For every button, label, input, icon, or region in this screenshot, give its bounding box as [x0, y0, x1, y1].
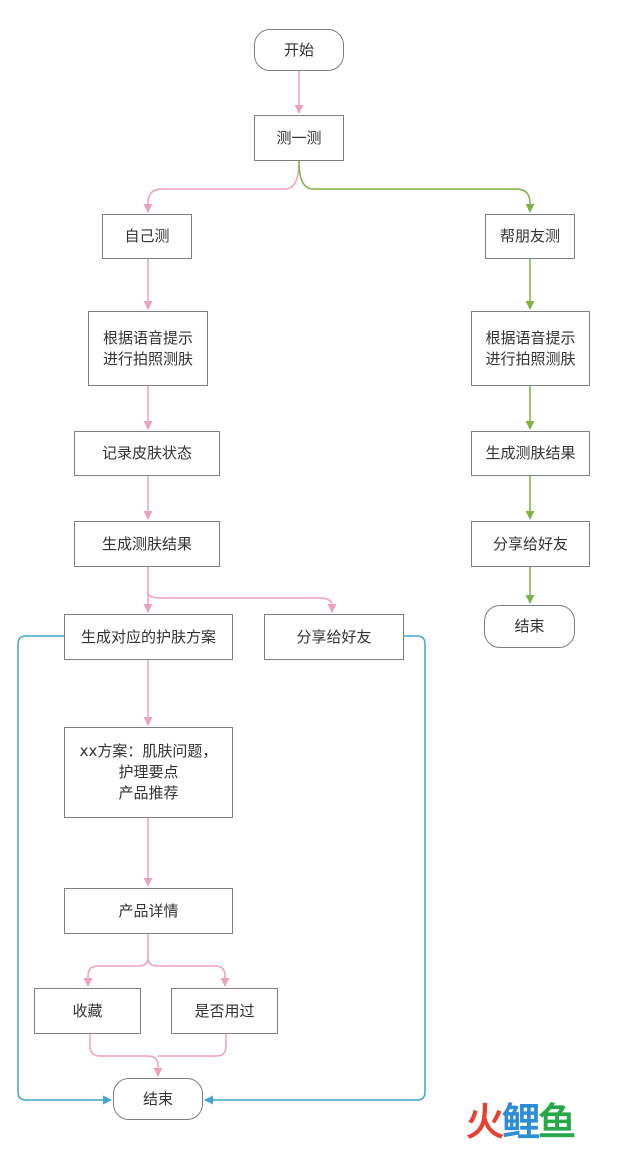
- voice-photo-left-node: 根据语音提示 进行拍照测肤: [88, 311, 208, 386]
- help-friend-label: 帮朋友测: [499, 227, 560, 245]
- edge-test-self: [143, 160, 300, 213]
- result-left-node: 生成测肤结果: [74, 521, 220, 567]
- start-label: 开始: [283, 40, 314, 59]
- care-plan-label: 生成对应的护肤方案: [80, 627, 216, 646]
- voice-photo-right-label: 根据语音提示 进行拍照测肤: [485, 328, 576, 368]
- edge-used-end: [158, 1034, 227, 1057]
- voice-photo-left-label: 根据语音提示 进行拍照测肤: [102, 328, 193, 368]
- share-right-label: 分享给好友: [492, 534, 568, 553]
- result-right-node: 生成测肤结果: [471, 431, 590, 476]
- result-right-label: 生成测肤结果: [485, 444, 576, 462]
- end-main-label: 结束: [142, 1089, 173, 1108]
- edge-plan-end-blue: [17, 635, 112, 1105]
- care-plan-node: 生成对应的护肤方案: [64, 614, 233, 660]
- share-right-node: 分享给好友: [471, 521, 590, 567]
- watermark-char-3: 鱼: [538, 1100, 576, 1144]
- self-test-node: 自己测: [102, 214, 192, 259]
- test-node: 测一测: [254, 115, 344, 161]
- plan-detail-node: xx方案：肌肤问题， 护理要点 产品推荐: [64, 727, 233, 818]
- used-label: 是否用过: [194, 1001, 255, 1020]
- edge-product-used: [147, 957, 230, 987]
- share-left-node: 分享给好友: [264, 614, 404, 660]
- edge-collect-end: [89, 1034, 163, 1077]
- record-skin-node: 记录皮肤状态: [74, 431, 220, 476]
- edge-product-collect: [83, 934, 149, 987]
- collect-node: 收藏: [34, 988, 141, 1034]
- end-main-node: 结束: [113, 1078, 203, 1120]
- edge-test-friend: [298, 160, 535, 213]
- collect-label: 收藏: [72, 1001, 103, 1020]
- end-right-label: 结束: [514, 617, 545, 635]
- end-right-node: 结束: [484, 605, 575, 648]
- record-skin-label: 记录皮肤状态: [101, 444, 192, 462]
- product-detail-node: 产品详情: [64, 888, 233, 934]
- product-detail-label: 产品详情: [118, 901, 179, 920]
- plan-detail-label: xx方案：肌肤问题， 护理要点 产品推荐: [79, 742, 218, 802]
- self-test-label: 自己测: [124, 227, 170, 245]
- result-left-label: 生成测肤结果: [101, 534, 192, 553]
- edge-result-share: [147, 591, 337, 613]
- test-label: 测一测: [276, 128, 322, 147]
- used-node: 是否用过: [171, 988, 278, 1034]
- help-friend-node: 帮朋友测: [485, 214, 575, 259]
- start-node: 开始: [254, 29, 344, 71]
- share-left-label: 分享给好友: [296, 627, 372, 646]
- watermark-char-2: 鲤: [502, 1100, 540, 1144]
- watermark-logo: 火鲤鱼: [466, 1098, 576, 1146]
- edge-share-end-blue: [204, 635, 426, 1105]
- watermark-char-1: 火: [466, 1100, 504, 1144]
- voice-photo-right-node: 根据语音提示 进行拍照测肤: [471, 311, 590, 386]
